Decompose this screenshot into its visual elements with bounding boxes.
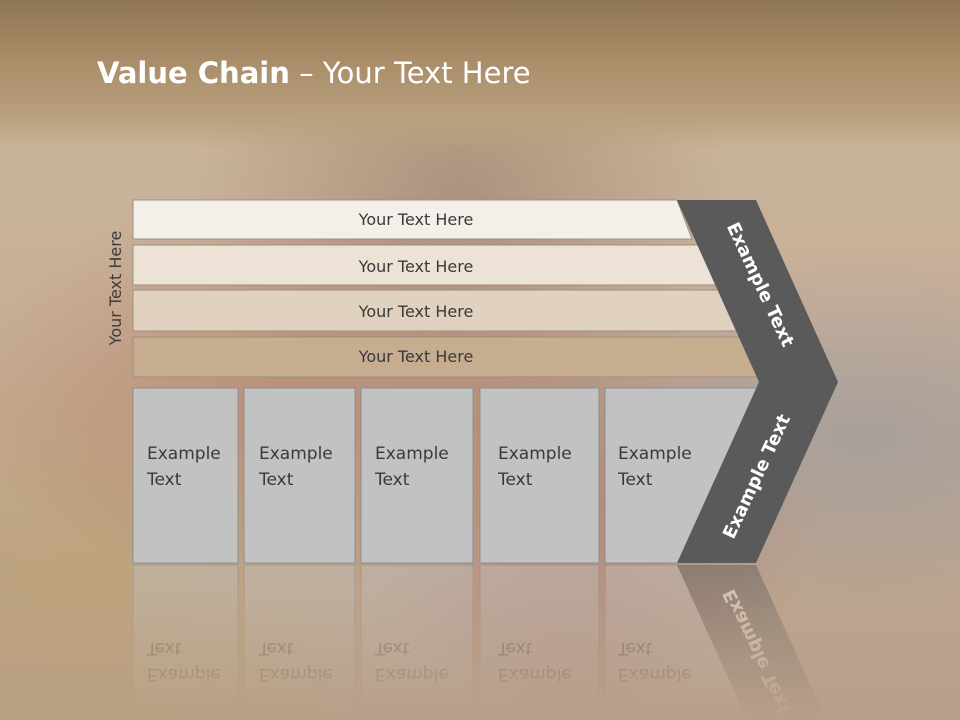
activity-box-2-line1: Example bbox=[375, 444, 449, 464]
activity-box-0-line1: Example bbox=[147, 444, 221, 464]
band-label-1: Your Text Here bbox=[358, 257, 474, 276]
band-label-2: Your Text Here bbox=[358, 302, 474, 321]
side-label: Your Text Here bbox=[106, 231, 125, 347]
reflection-label-2: Example Text bbox=[374, 638, 449, 684]
reflection-chevron bbox=[677, 565, 827, 720]
reflection-box-2 bbox=[360, 564, 474, 720]
reflection: Example Text Example Text Example Text Exam… bbox=[132, 564, 827, 720]
slide-title: Value Chain – Your Text Here bbox=[97, 56, 531, 90]
reflection-label-4: Example Text bbox=[617, 638, 692, 684]
reflection-label-1: Example Text bbox=[258, 638, 333, 684]
reflection-label-1-line1: Example bbox=[259, 664, 333, 684]
chevron-arrow bbox=[677, 200, 838, 563]
header-band bbox=[0, 0, 960, 150]
reflection-label-0-line2: Text bbox=[146, 638, 182, 658]
activity-box-0 bbox=[132, 387, 239, 564]
reflection-label-3: Example Text bbox=[497, 638, 572, 684]
activity-box-2 bbox=[360, 387, 474, 564]
activity-box-1-line2: Text bbox=[258, 470, 294, 490]
activity-box-3-line2: Text bbox=[497, 470, 533, 490]
activity-box-0-line2: Text bbox=[146, 470, 182, 490]
support-bands: Your Text Here Your Text Here Your Text … bbox=[132, 199, 764, 378]
title-rest: – Your Text Here bbox=[289, 56, 531, 90]
activity-box-3 bbox=[479, 387, 600, 564]
reflection-box-0 bbox=[132, 564, 239, 720]
activity-box-3-line1: Example bbox=[498, 444, 572, 464]
reflection-label-4-line1: Example bbox=[618, 664, 692, 684]
reflection-label-4-line2: Text bbox=[617, 638, 653, 658]
activity-box-2-line2: Text bbox=[374, 470, 410, 490]
reflection-label-3-line2: Text bbox=[497, 638, 533, 658]
activity-box-4-line1: Example bbox=[618, 444, 692, 464]
reflection-box-3 bbox=[479, 564, 600, 720]
reflection-label-3-line1: Example bbox=[498, 664, 572, 684]
reflection-label-0-line1: Example bbox=[147, 664, 221, 684]
reflection-box-1 bbox=[243, 564, 356, 720]
activity-box-1-line1: Example bbox=[259, 444, 333, 464]
band-0 bbox=[132, 199, 693, 240]
reflection-label-2-line1: Example bbox=[375, 664, 449, 684]
reflection-label-1-line2: Text bbox=[258, 638, 294, 658]
reflection-label-0: Example Text bbox=[146, 638, 221, 684]
band-label-3: Your Text Here bbox=[358, 347, 474, 366]
band-label-0: Your Text Here bbox=[358, 210, 474, 229]
reflection-label-2-line2: Text bbox=[374, 638, 410, 658]
activity-box-1 bbox=[243, 387, 356, 564]
activity-box-4-line2: Text bbox=[617, 470, 653, 490]
title-bold: Value Chain bbox=[97, 56, 290, 90]
